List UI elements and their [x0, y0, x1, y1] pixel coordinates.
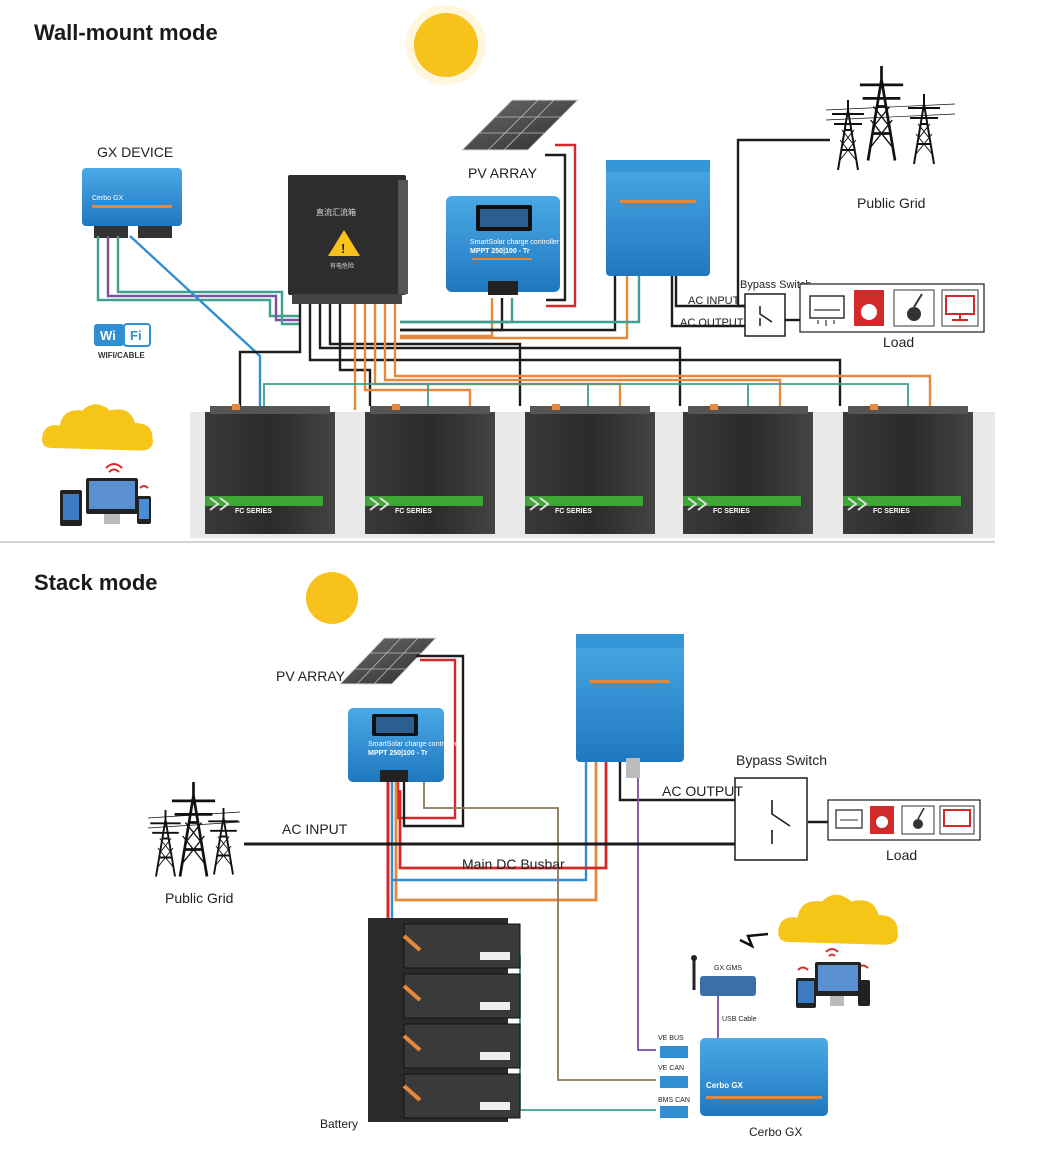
washing-machine-icon	[854, 290, 884, 326]
wall-public-grid-label: Public Grid	[857, 195, 925, 211]
sun-icon	[414, 13, 478, 77]
wall-gx-device-label: GX DEVICE	[97, 144, 173, 160]
svg-text:有电危险: 有电危险	[330, 262, 354, 270]
wall-ac-input-label: AC INPUT	[688, 295, 740, 307]
svg-text:Cerbo GX: Cerbo GX	[706, 1081, 744, 1090]
monitor-icon	[941, 289, 979, 327]
gx-gms	[691, 955, 756, 996]
stack-public-grid-label: Public Grid	[165, 890, 233, 906]
stack-cerbo-gx: Cerbo GX	[660, 1038, 828, 1118]
stack-battery	[368, 918, 521, 1122]
stack-inverter	[576, 634, 684, 778]
svg-text:Cerbo GX: Cerbo GX	[92, 195, 123, 202]
wall-bypass-switch-label: Bypass Switch	[740, 279, 812, 291]
sun-icon	[306, 572, 358, 624]
wall-load-label: Load	[883, 334, 914, 350]
svg-text:FC SERIES: FC SERIES	[713, 508, 750, 515]
svg-text:MPPT 250|100 - Tr: MPPT 250|100 - Tr	[470, 248, 530, 255]
stack-ac-input-label: AC INPUT	[282, 821, 348, 837]
stack-battery-label: Battery	[320, 1117, 358, 1131]
wifi-signal-icon	[105, 463, 123, 473]
air-conditioner-icon	[809, 295, 845, 326]
wall-cables	[96, 138, 932, 416]
lightning-icon	[739, 932, 769, 949]
svg-text:SmartSolar charge controller: SmartSolar charge controller	[470, 239, 560, 246]
svg-text:FC SERIES: FC SERIES	[555, 508, 592, 515]
wall-inverter	[606, 160, 710, 276]
wall-pv-array-label: PV ARRAY	[468, 165, 538, 181]
stack-mppt-controller: SmartSolar charge controller MPPT 250|10…	[348, 708, 458, 782]
stack-load	[827, 799, 981, 841]
usb-cable-label: USB Cable	[722, 1016, 757, 1023]
gx-gms-label: GX GMS	[714, 965, 742, 972]
solar-panel-icon	[338, 637, 438, 685]
svg-text:!: !	[341, 241, 345, 256]
air-conditioner-icon	[835, 809, 863, 829]
stack-bypass-switch-label: Bypass Switch	[736, 752, 827, 768]
ve-bus-label: VE BUS	[658, 1035, 684, 1042]
svg-text:直流汇流箱: 直流汇流箱	[316, 207, 356, 217]
wall-bypass-switch	[744, 293, 786, 337]
solar-panel-icon	[460, 99, 580, 151]
wall-battery-2: FC SERIES	[365, 404, 495, 534]
wall-load	[799, 283, 985, 333]
wall-public-grid-pylons	[825, 64, 956, 171]
wall-gx-device: Cerbo GX	[82, 168, 182, 238]
stack-mode-title: Stack mode	[34, 570, 158, 595]
stack-main-dc-busbar-label: Main DC Busbar	[462, 856, 565, 872]
wifi-badge: Wi Fi WIFI/CABLE	[94, 323, 151, 360]
wall-battery-3: FC SERIES	[525, 404, 655, 534]
svg-text:SmartSolar charge controller: SmartSolar charge controller	[368, 741, 458, 748]
wall-ac-output-label: AC OUTPUT	[680, 317, 744, 329]
washing-machine-icon	[870, 806, 894, 834]
svg-text:FC SERIES: FC SERIES	[235, 508, 272, 515]
cloud-icon	[778, 894, 898, 945]
phone-icon	[858, 980, 870, 1006]
wifi-signal-icon	[825, 948, 839, 957]
ve-can-label: VE CAN	[658, 1065, 684, 1072]
stack-public-grid-pylons	[147, 780, 241, 878]
wall-devices	[60, 463, 151, 526]
stack-bypass-switch	[734, 777, 808, 861]
svg-text:FC SERIES: FC SERIES	[395, 508, 432, 515]
wall-combiner-box: 直流汇流箱 ! 有电危险	[288, 175, 408, 304]
svg-text:FC SERIES: FC SERIES	[873, 508, 910, 515]
monitor-icon	[939, 805, 975, 835]
svg-text:WIFI/CABLE: WIFI/CABLE	[98, 351, 145, 360]
wall-battery-1: FC SERIES	[205, 404, 335, 534]
wall-mppt-controller: SmartSolar charge controller MPPT 250|10…	[446, 196, 560, 295]
wall-battery-4: FC SERIES	[683, 404, 813, 534]
cloud-icon	[42, 404, 153, 451]
wall-mount-title: Wall-mount mode	[34, 20, 218, 45]
stack-load-label: Load	[886, 847, 917, 863]
svg-text:MPPT 250|100 - Tr: MPPT 250|100 - Tr	[368, 750, 428, 757]
wall-battery-5: FC SERIES	[843, 404, 973, 534]
stack-devices	[796, 948, 870, 1008]
vacuum-icon	[893, 289, 935, 327]
stack-cables	[244, 654, 828, 1111]
stack-cerbo-gx-label: Cerbo GX	[749, 1125, 802, 1139]
stack-pv-array-label: PV ARRAY	[276, 668, 346, 684]
stack-ac-output-label: AC OUTPUT	[662, 783, 743, 799]
bms-can-label: BMS CAN	[658, 1097, 690, 1104]
svg-text:Fi: Fi	[130, 328, 142, 343]
svg-text:Wi: Wi	[100, 328, 116, 343]
vacuum-icon	[901, 805, 935, 835]
